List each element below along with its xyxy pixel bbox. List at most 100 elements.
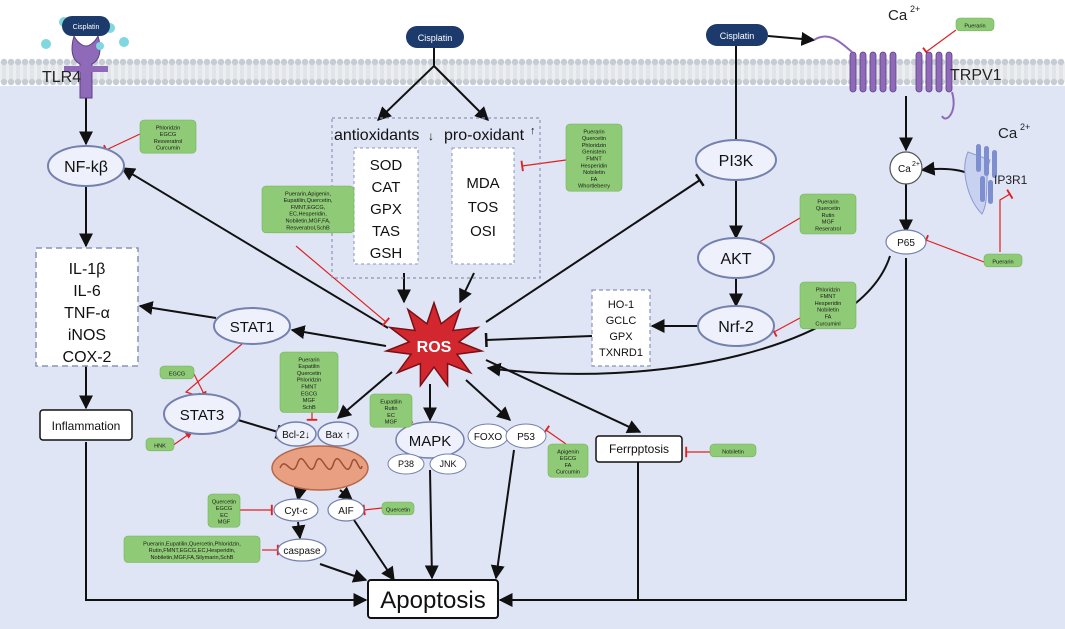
aif-node: AIF [327,498,365,522]
inhibitor-compound: HNK [154,443,166,449]
tlr4-label: TLR4 [42,69,81,86]
inhibitor-compound: FA [591,177,598,183]
svg-text:Ferrpptosis: Ferrpptosis [609,442,669,456]
inhibitor-compound: Rutin [384,406,397,412]
inhibitor-compound: MGF [303,398,316,404]
inhibitor-compound: Curcumin [156,146,180,152]
inhibitor-compound: Hesperidin [581,163,608,169]
svg-text:Ca: Ca [888,7,908,24]
inflammation-node: Inflammation [39,409,133,441]
inhibitor-box-caspase: Puerarin,Eupatilin,Quercetin,Phloridzin,… [123,535,261,563]
svg-text:Nrf-2: Nrf-2 [718,319,754,336]
cisplatin-node-center: Cisplatin [406,26,464,48]
stat3-node: STAT3 [163,393,241,435]
stat1-node: STAT1 [213,307,291,345]
akt-node: AKT [697,237,775,279]
inhibitor-compound: EC [387,413,395,419]
p38-node: P38 [387,453,425,475]
ip3r1-label: IP3R1 [994,173,1028,187]
inhibitor-box-stat3-egcg: EGCG [159,365,195,380]
antioxidants-list-box [353,147,419,265]
svg-text:PI3K: PI3K [719,153,754,170]
inhibitor-compound: FA [825,315,832,321]
trpv1-tail [813,35,955,120]
svg-text:AKT: AKT [720,251,751,268]
cytokines-box [35,247,139,367]
inhibitor-compound: Nobiletin [722,449,744,455]
prooxidants-list-box [451,147,515,265]
cell-membrane [0,58,1065,86]
inhibitor-box-p65: Puerarin [983,253,1023,268]
inhibitor-compound: Puerarin [817,199,838,205]
inhibitor-compound: FA [565,463,572,469]
svg-text:Cyt-c: Cyt-c [284,506,307,517]
inhibitor-compound: FMNT [301,385,317,391]
inhibitor-box-trpv1: Puerarin [955,17,995,32]
antioxidant-item: TAS [372,223,400,240]
svg-text:Bcl-2↓: Bcl-2↓ [282,430,310,441]
inhibitor-compound: Nobiletin [817,308,839,314]
inhibitor-compound: Whortleberry [578,184,610,190]
apoptosis-node: Apoptosis [367,579,499,619]
inhibitor-compound: EGCG [169,371,185,377]
inhibitor-compound: Puerarin [964,23,985,29]
svg-text:AIF: AIF [338,506,354,517]
inhibitor-compound: Puerarin [992,259,1013,265]
inhibitor-compound: Puerarin,Apigenin, [285,191,331,197]
inhibitor-compound: Puerarin [583,129,604,135]
inhibitor-compound: Puerarin,Eupatilin,Quercetin,Phloridzin, [143,541,241,547]
antioxidants-arrow: ↓ [428,129,434,143]
inhibitor-box-ros: Puerarin,Apigenin,Eupatilin,Quercetin,FM… [261,185,355,234]
nrf2-targets-box [591,289,651,367]
inhibitor-compound: Eupatilin,Quercetin, [284,198,333,204]
caspase-node: caspase [277,538,327,562]
svg-text:NF-kβ: NF-kβ [64,159,108,176]
inhibitor-box-ferroptosis: Nobiletin [709,443,757,458]
prooxidant-item: MDA [466,175,499,192]
pi3k-node: PI3K [695,139,777,181]
inhibitor-compound: EGCG [160,132,176,138]
inhibitor-compound: SchB [302,405,316,411]
p53-node: P53 [505,423,547,449]
inhibitor-compound: Quercetin [582,136,606,142]
svg-text:MAPK: MAPK [409,433,452,450]
ferroptosis-node: Ferrpptosis [595,435,683,463]
antioxidant-item: SOD [370,157,403,174]
svg-text:ROS: ROS [417,339,452,356]
svg-text:STAT1: STAT1 [230,319,274,336]
cytokine-item: iNOS [68,327,106,344]
ca2-extracellular-label: Ca 2+ [888,4,920,24]
svg-text:P65: P65 [897,238,915,249]
inhibitor-compound: Nobiletin,MGF,FA, [285,219,331,225]
jnk-node: JNK [429,453,467,475]
inhibitor-box-bax: PuerarinEspatilinQuercetinPhloridzinFMNT… [279,351,339,413]
inhibitor-box-prooxidant: PuerarinQuercetinPhloridzinGenisteinFMNT… [565,123,623,192]
svg-text:STAT3: STAT3 [180,407,224,424]
prooxidant-item: TOS [468,199,499,216]
inhibitor-compound: Phloridzin [297,378,322,384]
inhibitor-compound: EGCG [301,391,317,397]
svg-text:Cisplatin: Cisplatin [720,31,755,41]
cytc-node: Cyt-c [273,498,319,522]
nrf2-target-item: GPX [609,331,633,343]
inhibitor-compound: FMNT [586,157,602,163]
inhibitor-compound: FMNT [820,294,836,300]
inhibitor-boxes: PhloridzinEGCGResveratrolCurcuminPuerari… [123,17,1023,563]
inhibitor-compound: MGF [822,220,835,226]
cytokine-item: COX-2 [63,349,112,366]
svg-text:Ca: Ca [998,125,1018,142]
inhibitor-compound: Eupatilin [380,399,401,405]
mapk-node: MAPK [395,421,465,459]
inhibitor-compound: Phloridzin [816,287,841,293]
bcl2-node: Bcl-2↓ [275,421,317,447]
inhibitor-compound: EC,Hesperidin, [289,212,327,218]
inhibitor-compound: Resveratrol,SchB [286,225,330,231]
inhibitor-compound: Quercetin [386,507,410,513]
cytokine-item: TNF-α [64,305,110,322]
